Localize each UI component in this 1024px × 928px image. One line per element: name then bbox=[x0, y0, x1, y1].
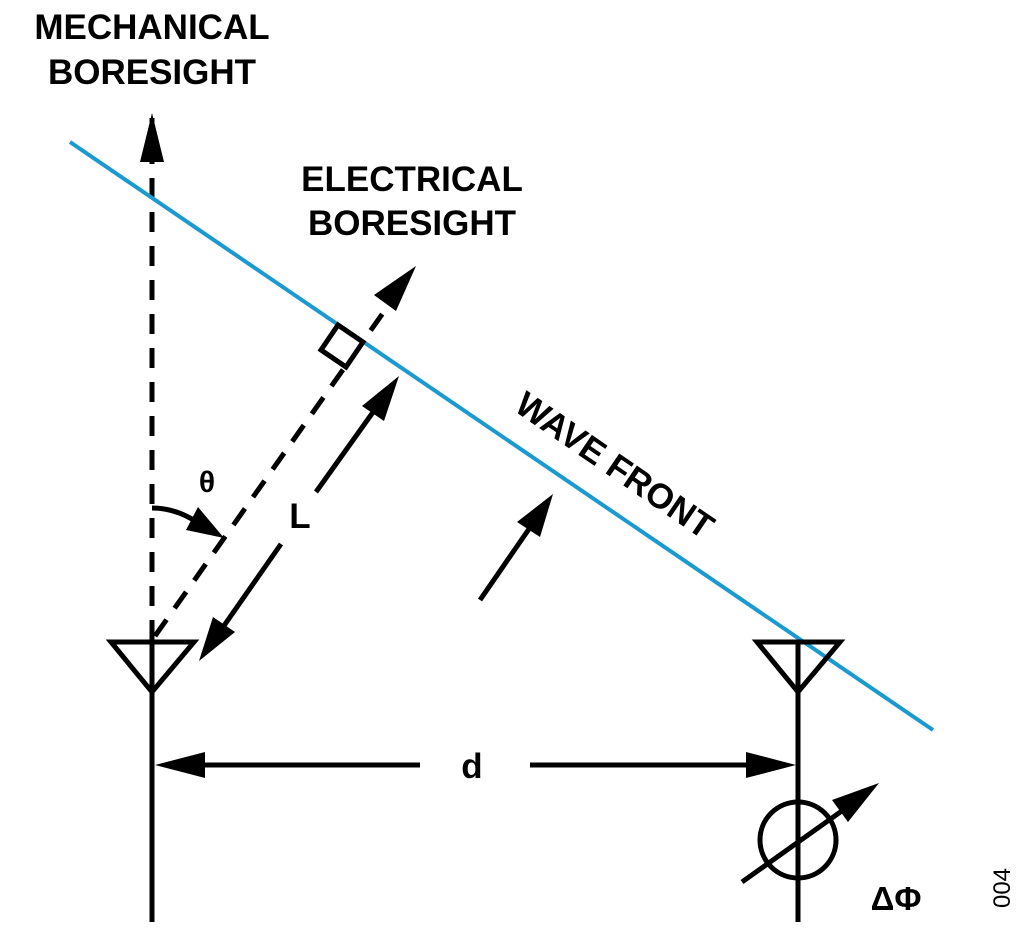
electrical-boresight-arrowhead bbox=[374, 266, 416, 311]
length-arrowhead-upper bbox=[362, 376, 399, 421]
phase-shifter-arrowhead bbox=[832, 783, 879, 822]
theta-label: θ bbox=[199, 466, 215, 499]
theta-arrowhead bbox=[186, 507, 224, 538]
wave-direction-arrowhead bbox=[517, 494, 553, 537]
figure-number: 004 bbox=[989, 868, 1016, 908]
mechanical-boresight-label-line1: MECHANICAL bbox=[34, 8, 269, 47]
phase-shifter-icon bbox=[757, 799, 839, 881]
length-label: L bbox=[289, 497, 310, 536]
length-arrow-lower bbox=[211, 542, 284, 642]
electrical-boresight-label-line1: ELECTRICAL bbox=[301, 160, 523, 199]
mechanical-boresight-arrowhead bbox=[140, 113, 164, 162]
phase-shifter-arrow bbox=[740, 795, 862, 885]
distance-label: d bbox=[461, 747, 482, 786]
electrical-boresight-label-line2: BORESIGHT bbox=[308, 204, 516, 243]
distance-arrowhead-left bbox=[155, 752, 205, 778]
wave-front-line bbox=[68, 140, 935, 732]
distance-arrowhead-right bbox=[746, 752, 796, 778]
mechanical-boresight-label-line2: BORESIGHT bbox=[48, 53, 256, 92]
length-arrowhead-lower bbox=[199, 617, 235, 661]
phase-shift-label: ΔΦ bbox=[871, 880, 922, 917]
right-angle-marker bbox=[317, 321, 367, 371]
